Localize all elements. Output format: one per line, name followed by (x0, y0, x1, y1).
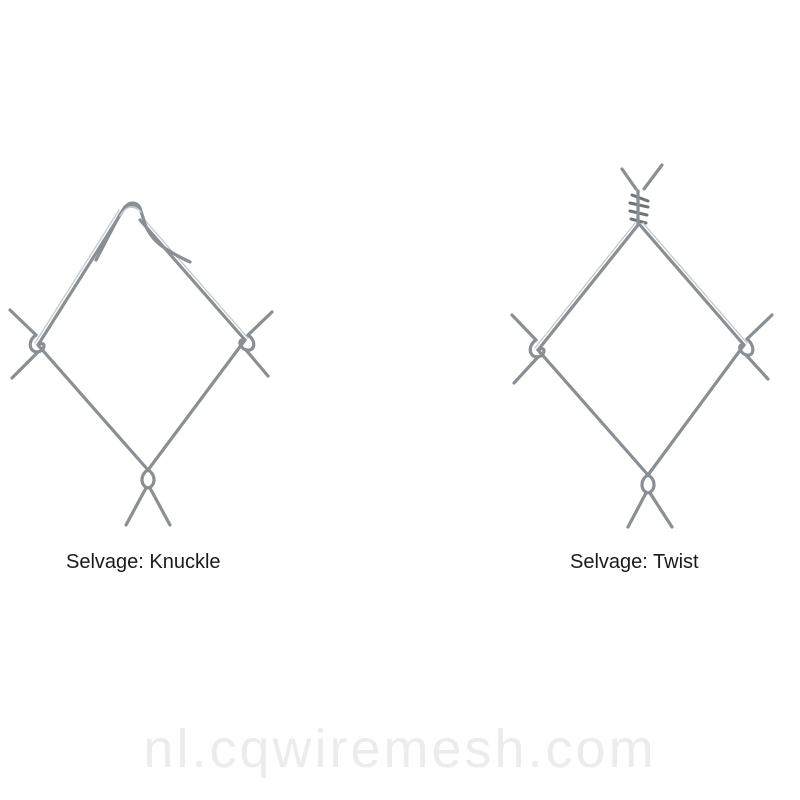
twist-selvage-icon (510, 163, 774, 529)
twist-barb-ends (620, 163, 664, 191)
knuckle-caption: Selvage: Knuckle (66, 551, 221, 573)
twist-coil (628, 189, 650, 227)
knuckle-selvage-icon (8, 201, 274, 527)
twist-bottom-junction (626, 473, 674, 529)
knuckle-selvage-figure (0, 190, 290, 540)
twist-selvage-figure (500, 155, 800, 540)
knuckle-hook (94, 201, 192, 264)
watermark: nl.cqwiremesh.com (143, 719, 657, 779)
knuckle-diamond (34, 209, 249, 472)
twist-diamond (534, 222, 748, 477)
knuckle-right-junction (238, 310, 274, 378)
twist-caption: Selvage: Twist (570, 551, 699, 573)
knuckle-left-junction (8, 308, 46, 380)
twist-left-junction (510, 313, 546, 385)
knuckle-bottom-junction (124, 468, 172, 527)
twist-right-junction (738, 313, 774, 381)
